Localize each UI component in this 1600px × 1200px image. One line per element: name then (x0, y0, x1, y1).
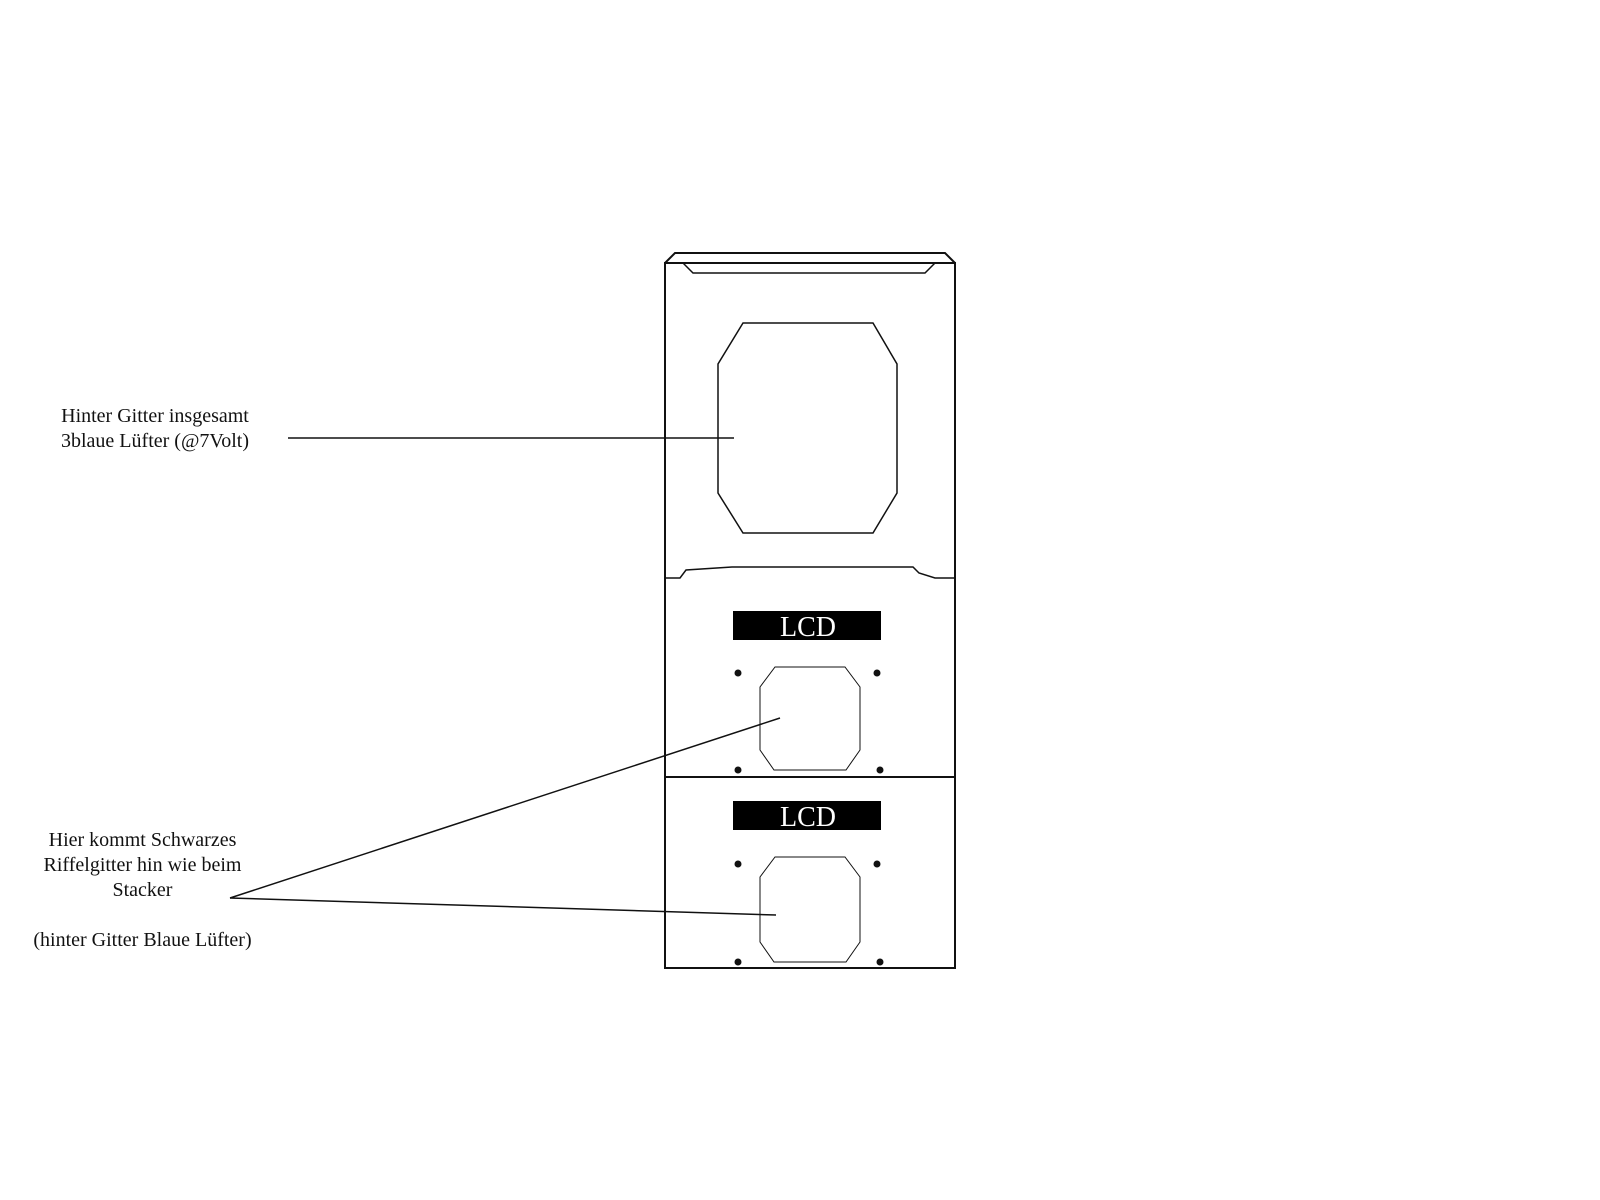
screw-hole (734, 669, 742, 677)
bottom-annotation-line: (hinter Gitter Blaue Lüfter) (33, 929, 252, 951)
annotation-spacer (5, 903, 280, 928)
section-divider (665, 566, 955, 579)
screw-hole (876, 766, 884, 774)
bottom-annotation-line: Hier kommt Schwarzes (48, 829, 237, 851)
screw-hole (734, 958, 742, 966)
leader-line-bottom-lower (229, 897, 777, 916)
upper-bay-fan-grille (759, 666, 861, 771)
screw-hole (876, 958, 884, 966)
lcd-display-upper (733, 611, 881, 640)
screw-hole (734, 860, 742, 868)
lcd-display-lower (733, 801, 881, 830)
lcd-label-lower: LCD (780, 802, 836, 833)
drive-bay-upper: LCD (733, 611, 884, 774)
lower-bay-fan-grille (759, 856, 861, 963)
screw-hole (734, 766, 742, 774)
top-annotation-line: 3blaue Lüfter (@7Volt) (61, 430, 249, 452)
bottom-annotation-line: Riffelgitter hin wie beim (43, 854, 242, 876)
bottom-annotation: Hier kommt Schwarzes Riffelgitter hin wi… (5, 828, 280, 953)
upper-fan-grille (717, 322, 898, 534)
case-body (664, 252, 956, 969)
case-outline (664, 262, 956, 969)
screw-hole (873, 860, 881, 868)
lcd-label-upper: LCD (780, 612, 836, 643)
drive-bay-lower: LCD (733, 801, 884, 966)
leader-line-bottom-upper (229, 717, 781, 899)
top-annotation-line: Hinter Gitter insgesamt (61, 405, 249, 427)
screw-hole (873, 669, 881, 677)
case-top-bevel (664, 252, 956, 264)
case-top-inner-trim (682, 262, 936, 274)
top-annotation: Hinter Gitter insgesamt 3blaue Lüfter (@… (30, 404, 280, 454)
bottom-annotation-line: Stacker (112, 879, 173, 901)
